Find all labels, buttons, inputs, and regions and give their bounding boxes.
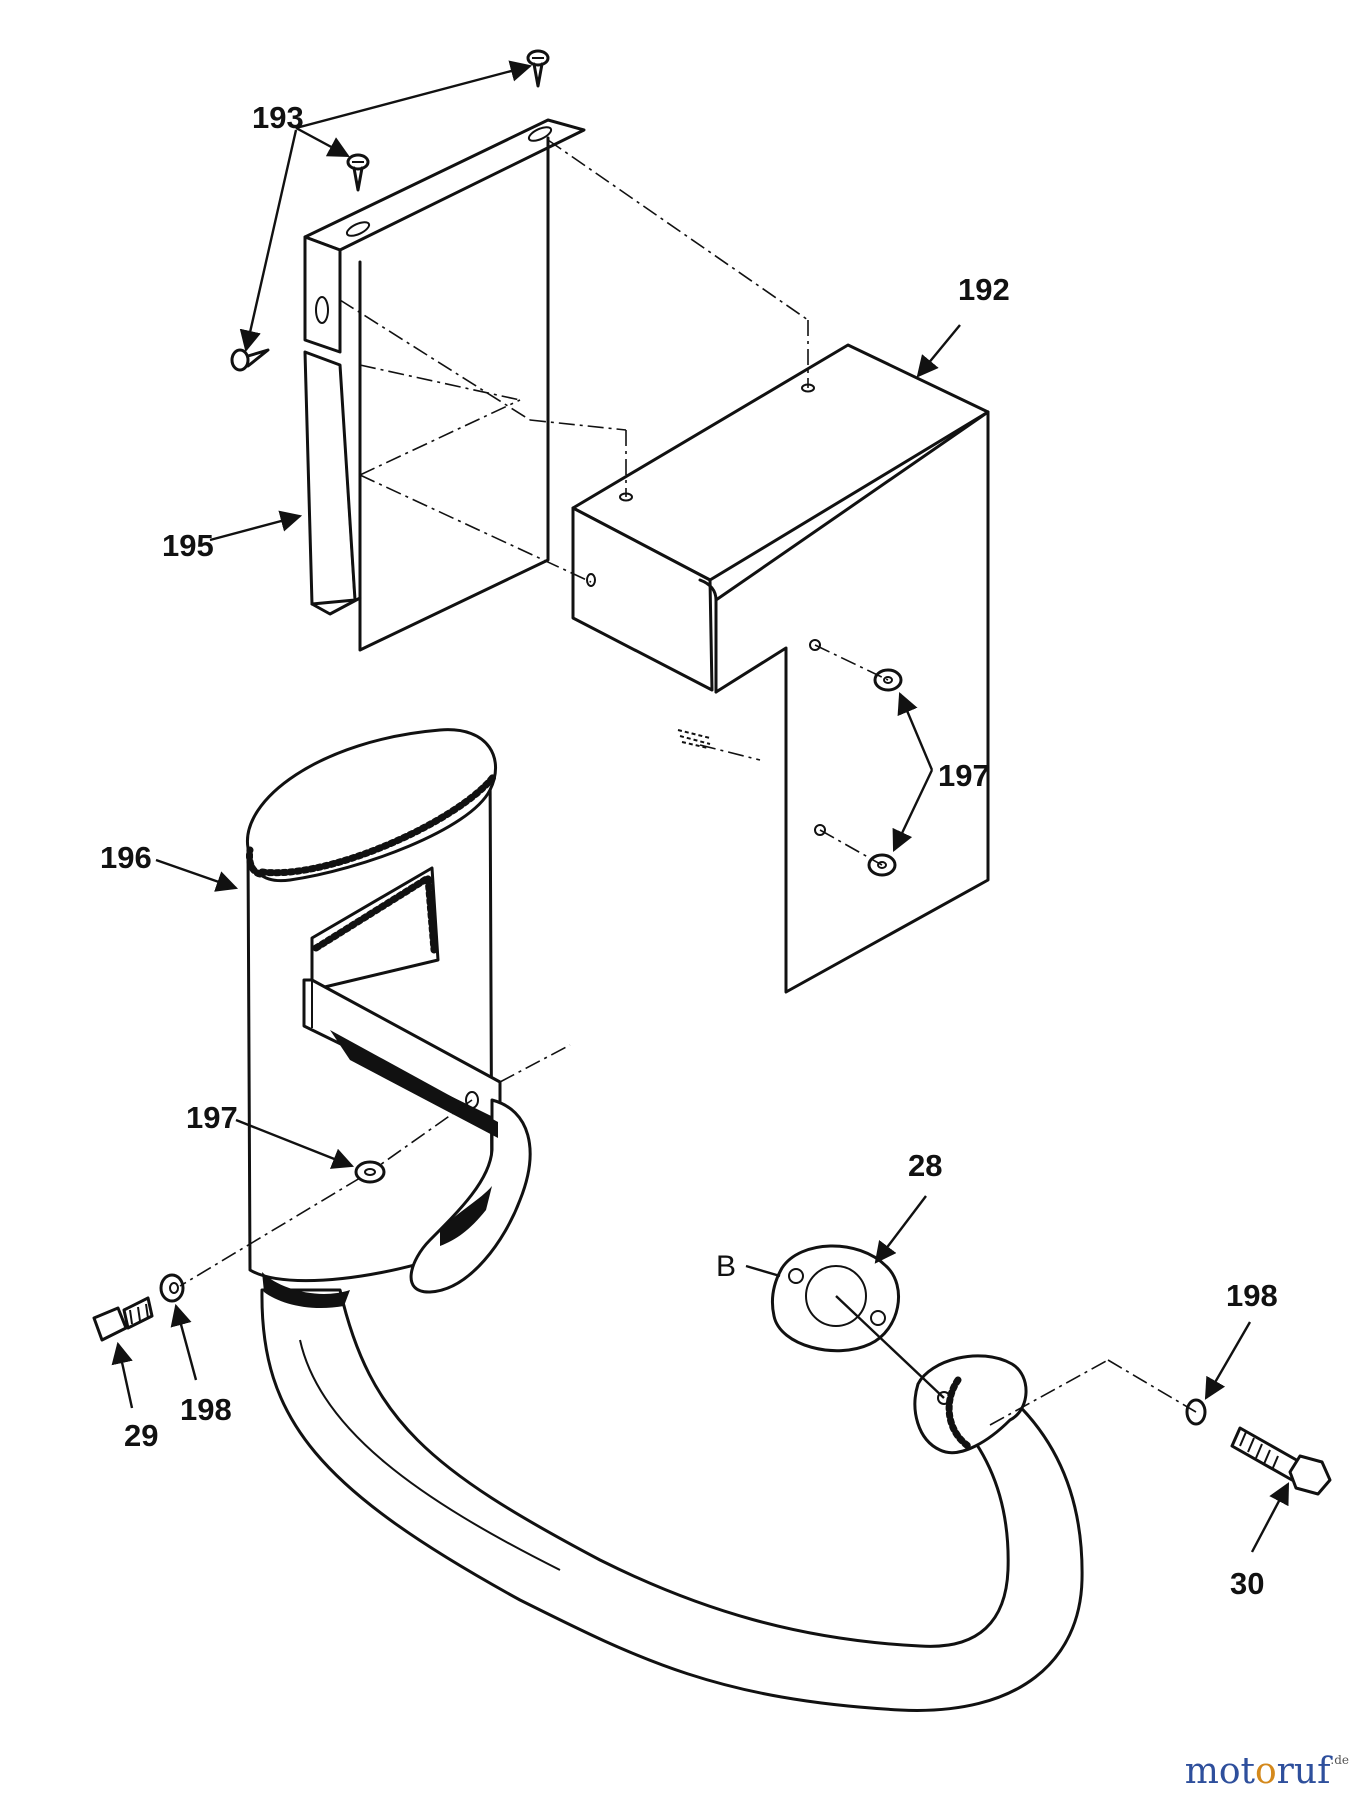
bolt-part-29 [92,1296,154,1342]
callout-29: 29 [124,1418,158,1453]
watermark-part1: mot [1184,1751,1255,1792]
callout-197-lower: 197 [186,1100,238,1135]
callout-197-upper: 197 [938,758,990,793]
callout-193: 193 [252,100,304,135]
callout-195: 195 [162,528,214,563]
callout-198-left: 198 [180,1392,232,1427]
callout-30: 30 [1230,1566,1264,1601]
alignment-lines [179,139,1197,1426]
bracket-part-195 [303,118,586,652]
watermark-part3: ruf [1276,1751,1331,1792]
muffler-cover-part-192 [571,343,990,994]
callout-196: 196 [100,840,152,875]
callout-192: 192 [958,272,1010,307]
pipe-flange [913,1354,1028,1455]
watermark-logo: motoruf.de [1185,1754,1349,1790]
bolt-part-30 [1230,1426,1332,1496]
callout-b: B [716,1250,736,1283]
gasket-part-28 [770,1244,900,1353]
muffler-part-196 [245,728,1084,1712]
watermark-part2: o [1254,1751,1277,1792]
washer-part-198-left [159,1273,185,1303]
callout-28: 28 [908,1148,942,1183]
washers-part-197-upper [867,668,903,877]
callout-labels: 193 192 195 197 196 197 28 B 198 198 29 … [100,100,1278,1601]
leader-lines [111,60,1290,1553]
watermark-tld: .de [1330,1753,1349,1767]
washer-part-197-lower [354,1160,386,1184]
callout-198-right: 198 [1226,1278,1278,1313]
